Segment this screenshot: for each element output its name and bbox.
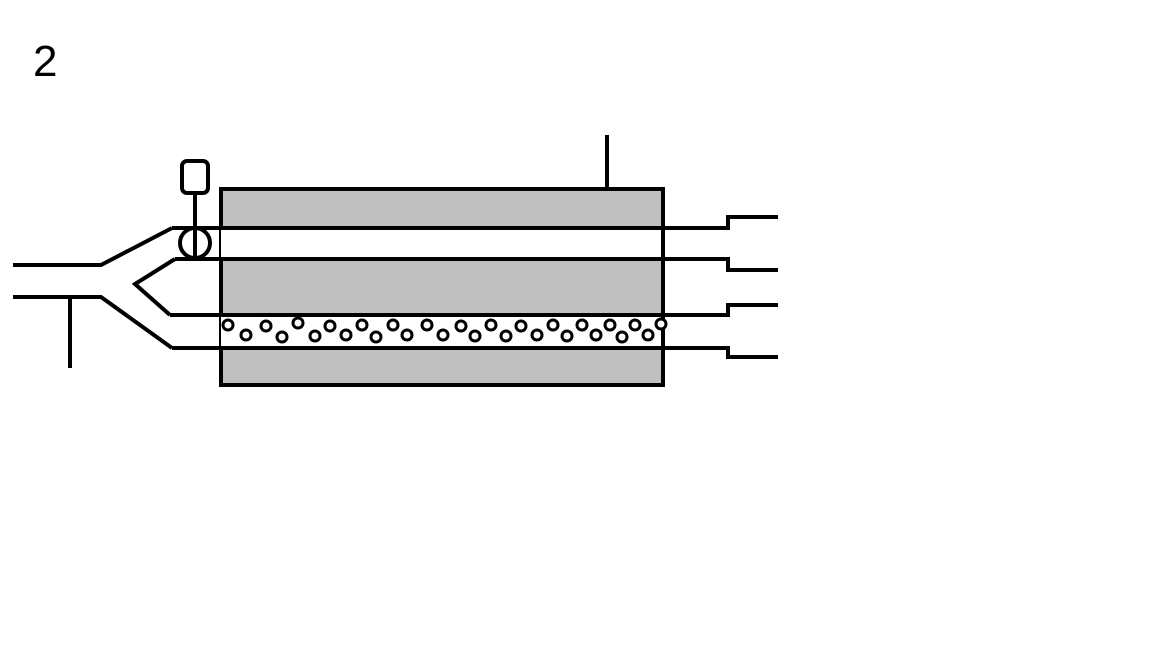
particle [291,316,305,330]
upper-outlet-top [726,215,778,228]
splitter-wedge [131,257,177,317]
particle [323,319,337,333]
particle [400,328,414,342]
housing-block [219,187,665,387]
particle [514,319,528,333]
particle [530,328,544,342]
particle [641,328,655,342]
particle [628,318,642,332]
particle [575,318,589,332]
particle [275,330,289,344]
particle [221,318,235,332]
particle [654,317,668,331]
lower-outlet-bottom [726,348,778,359]
inlet-top-wall [13,226,173,267]
particle [484,318,498,332]
particle [308,329,322,343]
particle [603,318,617,332]
particle [239,328,253,342]
particle [546,318,560,332]
particle [499,329,513,343]
particle [468,329,482,343]
particle [589,328,603,342]
particle [369,330,383,344]
inlet-bottom-wall [13,295,174,350]
figure-number-label: 2 [33,37,58,86]
particle [386,318,400,332]
particle [615,330,629,344]
particle [339,328,353,342]
lower-outlet-top [726,303,778,315]
valve-actuator [180,159,210,195]
upper-outlet-bottom [726,259,778,272]
particle [355,318,369,332]
particle [560,329,574,343]
particle [259,319,273,333]
particle [420,318,434,332]
particles-group [221,316,668,344]
upper-channel [221,230,661,257]
particle [454,319,468,333]
particle [436,328,450,342]
